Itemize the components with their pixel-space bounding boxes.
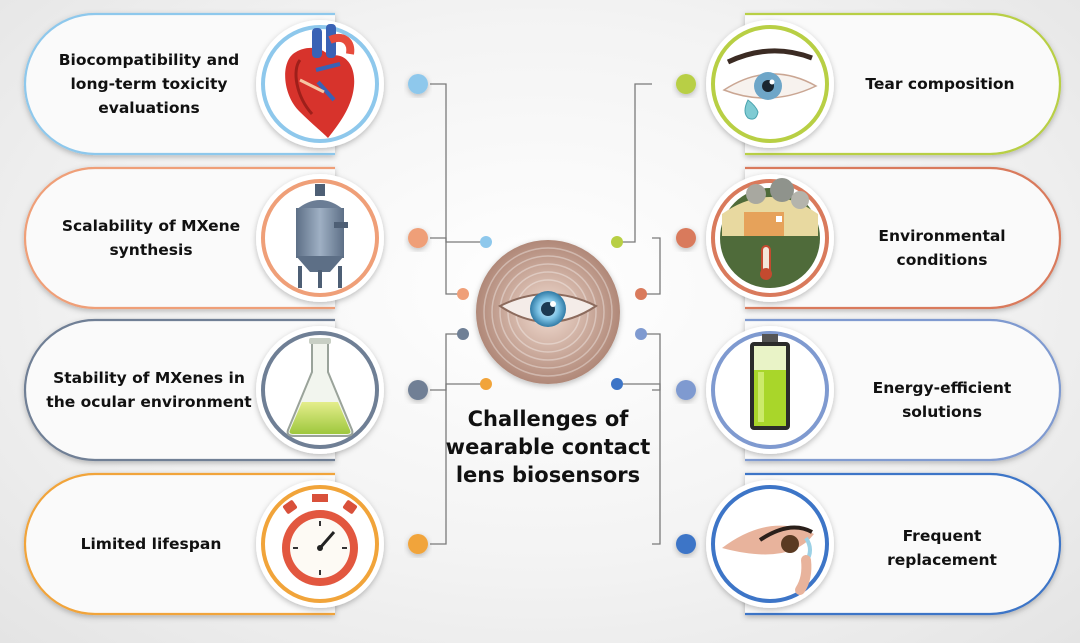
left-pill-biocompatibility	[23, 12, 428, 156]
connector-line	[641, 237, 661, 295]
label-stability: Stability of MXenes in the ocular enviro…	[46, 369, 252, 411]
label-environmental: Environmental conditions	[878, 227, 1006, 269]
right-pill-replacement	[676, 472, 1062, 616]
contact-lens-eye-icon	[722, 525, 814, 595]
reactor-tank-icon	[296, 184, 348, 288]
left-pill-scalability	[23, 166, 428, 310]
label-lifespan: Limited lifespan	[80, 535, 222, 553]
connector-line	[617, 83, 652, 243]
label-energy: Energy-efficient solutions	[872, 379, 1012, 421]
connector-dot	[635, 288, 647, 300]
connector-dot	[635, 328, 647, 340]
connector-dot	[611, 378, 623, 390]
label-biocompatibility: Biocompatibility and long-term toxicity …	[58, 51, 240, 117]
center-eye-icon	[476, 240, 620, 384]
left-pill-lifespan	[23, 472, 428, 616]
right-pill-tear-composition	[676, 12, 1062, 156]
center-connector-dots	[457, 236, 647, 390]
connector-dot	[457, 328, 469, 340]
connector-dot	[457, 288, 469, 300]
connector-line	[430, 333, 463, 391]
label-scalability: Scalability of MXene synthesis	[61, 217, 241, 259]
left-pill-stability	[23, 318, 428, 462]
connector-line	[430, 383, 486, 545]
battery-icon	[750, 334, 790, 430]
tearful-eye-icon	[722, 48, 818, 120]
flask-icon	[286, 338, 354, 437]
connector-dot	[480, 236, 492, 248]
label-replacement: Frequent replacement	[887, 527, 997, 569]
stopwatch-icon	[282, 494, 358, 586]
connector-line	[641, 333, 661, 391]
connector-lines	[430, 83, 661, 545]
connector-dot	[480, 378, 492, 390]
heart-icon	[285, 24, 355, 138]
right-pill-environmental	[676, 166, 1062, 310]
connector-line	[430, 237, 463, 295]
connector-line	[430, 83, 486, 243]
connector-line	[617, 383, 661, 545]
connector-dot	[611, 236, 623, 248]
label-tear-composition: Tear composition	[865, 75, 1015, 93]
right-pill-energy	[676, 318, 1062, 462]
diagram-title: Challenges of wearable contact lens bios…	[445, 407, 651, 487]
polluted-planet-icon	[720, 178, 820, 288]
